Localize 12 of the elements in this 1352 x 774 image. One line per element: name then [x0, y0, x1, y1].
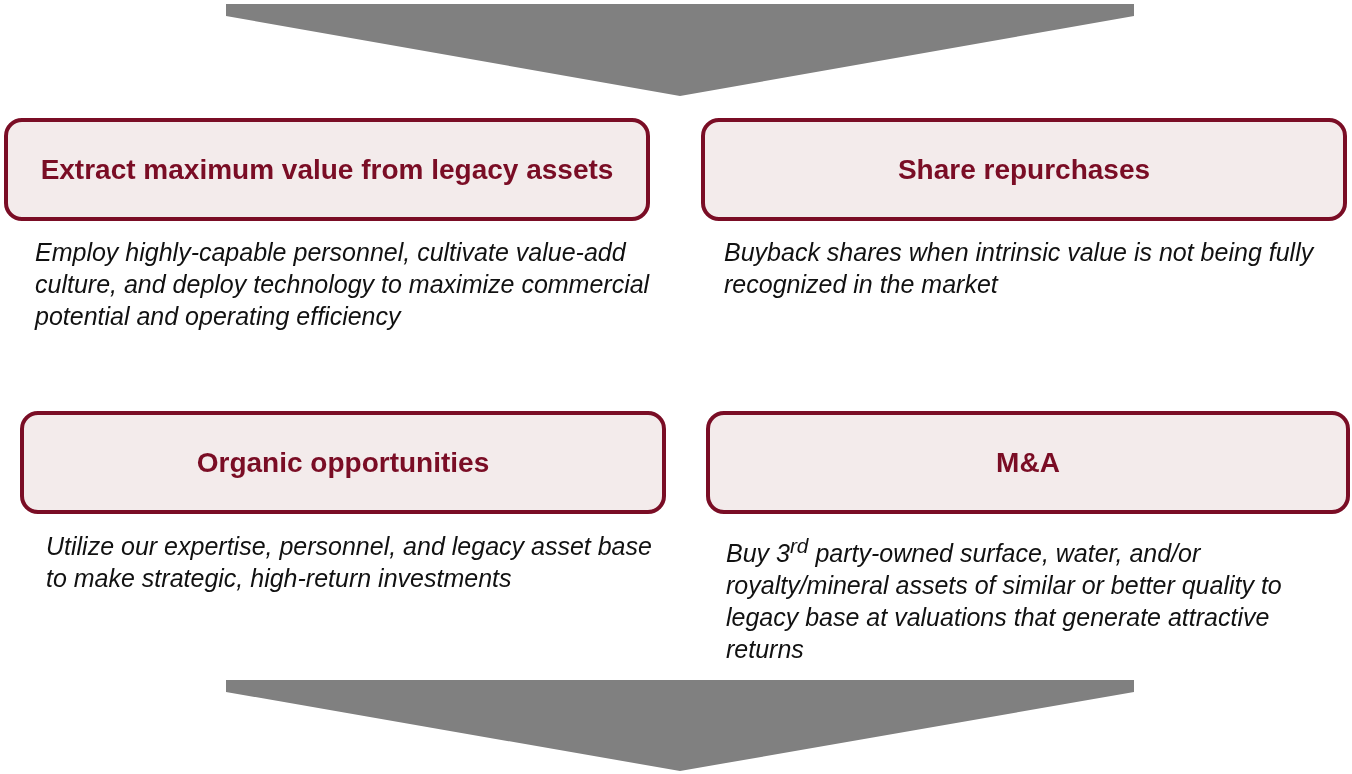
box-heading: Extract maximum value from legacy assets — [40, 152, 614, 187]
box-heading: Organic opportunities — [196, 445, 490, 480]
box-heading: M&A — [996, 445, 1060, 480]
strategy-box — [4, 118, 650, 221]
strategy-box — [20, 411, 666, 514]
strategy-box — [701, 118, 1347, 221]
description-text: Utilize our expertise, personnel, and legacy asset base to make strategic, high-return investments — [46, 531, 653, 594]
description-text: Employ highly-capable personnel, cultivate value-add culture, and deploy technology to maximize commercial potential and operating efficiency — [35, 237, 651, 332]
description-text: Buy 3$^{rd}$ party-owned surface, water, and/or royalty/mineral assets of similar or better quality to legacy base at valuations that generate attractive returns — [726, 533, 1283, 666]
box-heading: Share repurchases — [897, 152, 1151, 187]
description-text: Buyback shares when intrinsic value is not being fully recognized in the market — [724, 237, 1316, 300]
strategy-box — [706, 411, 1350, 514]
